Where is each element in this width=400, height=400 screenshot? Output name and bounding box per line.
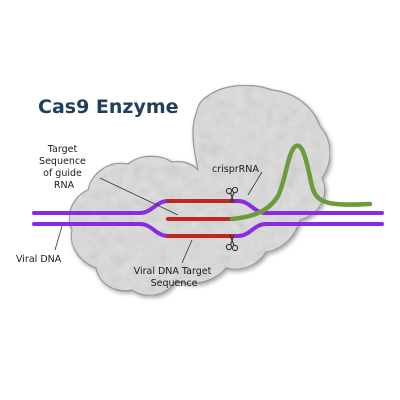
label-target-sequence-guide-rna: Target Sequence of guide RNA — [39, 144, 89, 191]
label-viral-dna-target-sequence: Viral DNA Target Sequence — [134, 266, 215, 289]
leader-lines — [54, 171, 263, 264]
cas9-enzyme-shape — [68, 84, 331, 297]
crisprna-strand — [229, 143, 373, 222]
label-viral-dna: Viral DNA — [16, 254, 62, 265]
scissors-icon — [225, 234, 239, 252]
leader-viral-dna — [54, 225, 63, 251]
diagram-title: Cas9 Enzyme — [38, 96, 179, 118]
leader-crisprna — [247, 171, 263, 196]
scissors-icon — [225, 186, 239, 204]
target-sequence — [166, 199, 234, 238]
label-crisprna: crisprRNA — [212, 164, 259, 175]
leader-viral-dna-target — [181, 239, 193, 264]
leader-target-sequence — [99, 177, 179, 216]
